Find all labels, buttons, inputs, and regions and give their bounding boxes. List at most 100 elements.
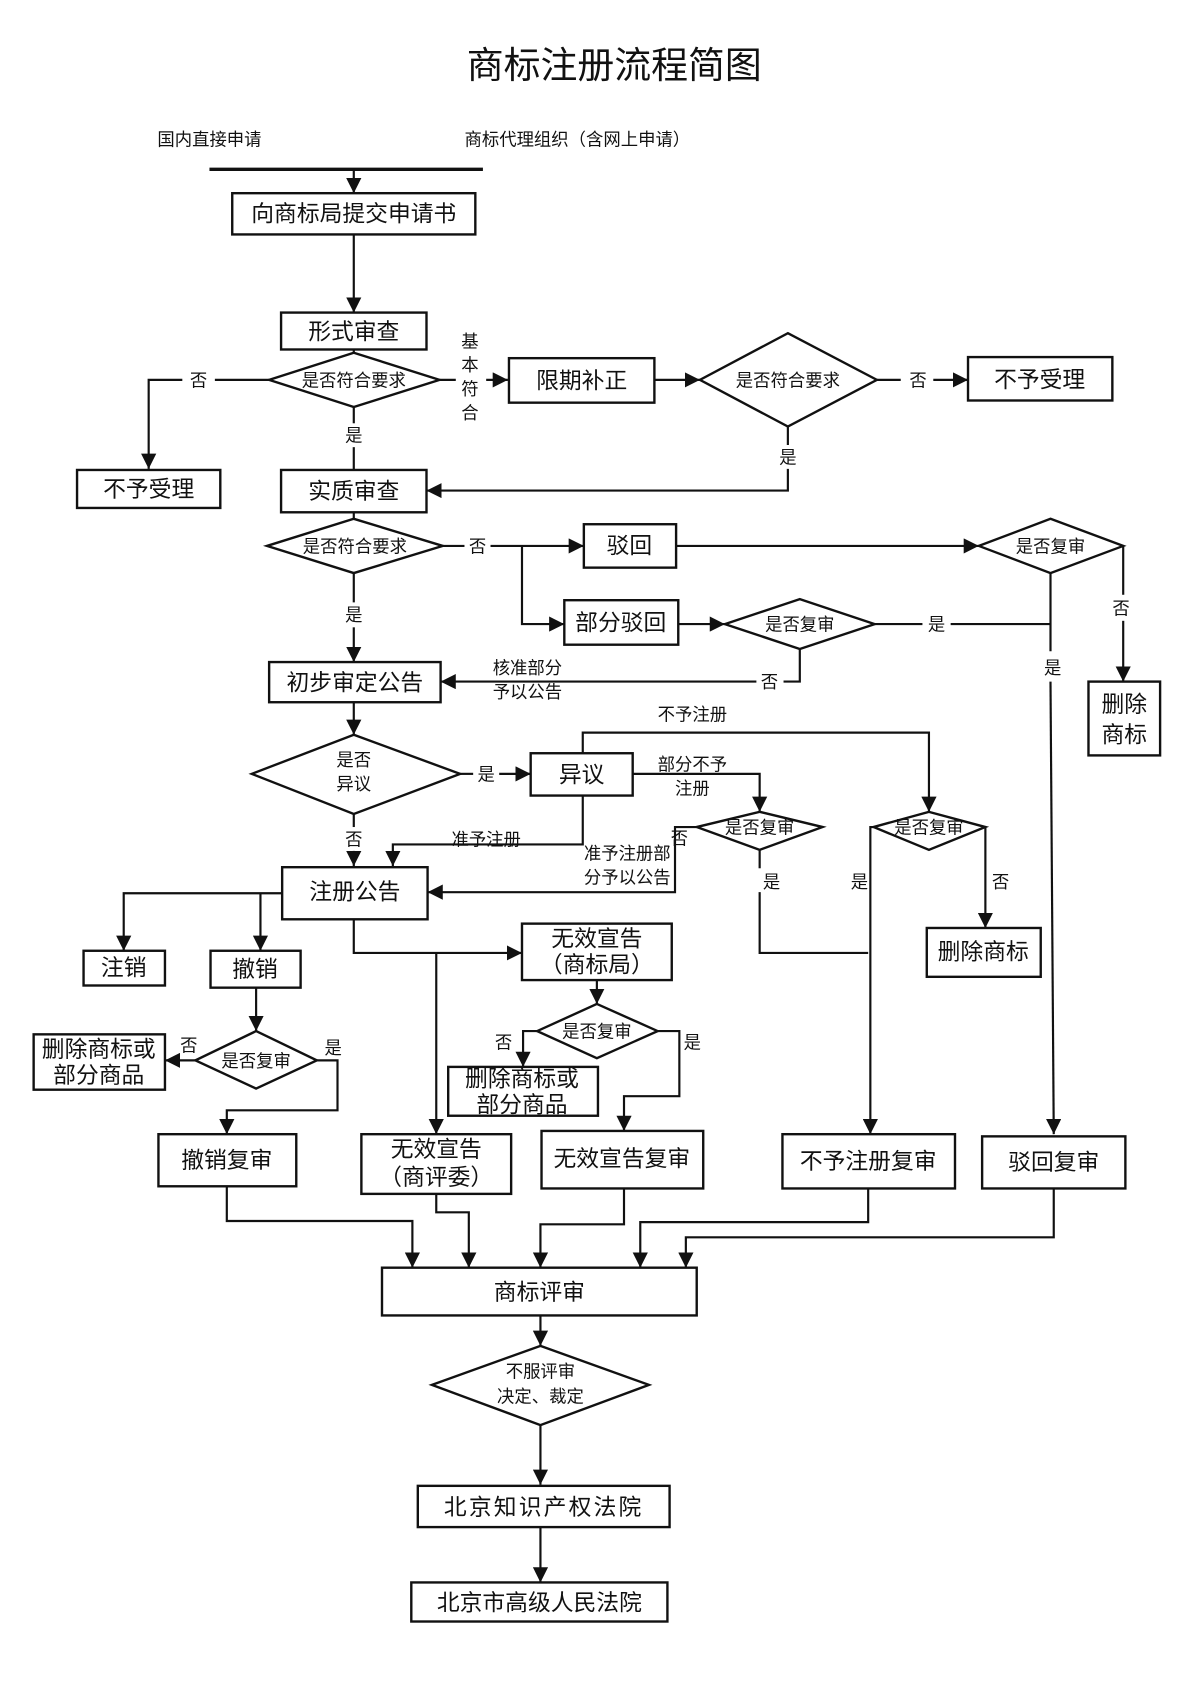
node-high-court: 北京市高级人民法院	[410, 1581, 669, 1623]
svg-text:是否复审: 是否复审	[1016, 537, 1085, 557]
svg-text:异议: 异议	[559, 763, 605, 789]
diagram-title: 商标注册流程简图	[467, 44, 762, 87]
edge-qcorr-yes-b	[426, 468, 789, 499]
svg-text:是否复审: 是否复审	[562, 1023, 631, 1043]
label-correction-no: 否	[909, 371, 926, 391]
decision-correction-conform: 是否符合要求	[697, 331, 880, 428]
node-revoke-review: 撤销复审	[157, 1132, 298, 1188]
label-opp-partial-no: 否	[671, 829, 688, 849]
label-correction-yes: 是	[779, 448, 796, 468]
label-approve-partial-reg-1: 准予注册部	[584, 845, 671, 865]
source-domestic: 国内直接申请	[157, 130, 261, 150]
edge-qpartial-no-a	[783, 649, 801, 683]
svg-text:部分商品: 部分商品	[476, 1092, 567, 1118]
node-opposition: 异议	[529, 752, 634, 797]
svg-text:是否复审: 是否复审	[725, 819, 794, 839]
node-formal-review: 形式审查	[279, 311, 428, 351]
edge-qopppartial-no	[427, 825, 697, 900]
edge-invalidreview-to-board	[532, 1188, 626, 1268]
label-partial-review-no: 否	[761, 673, 778, 693]
decision-appeal: 不服评审 决定、裁定	[428, 1344, 653, 1427]
decision-partial-review: 是否复审	[721, 597, 879, 651]
label-basic-conform-2: 本	[461, 356, 478, 376]
decision-opp-refuse-review: 是否复审	[869, 810, 990, 852]
svg-text:部分驳回: 部分驳回	[575, 611, 666, 637]
svg-text:不服评审: 不服评审	[506, 1362, 575, 1382]
svg-text:异议: 异议	[336, 775, 371, 795]
edge-qoppref-yes	[862, 825, 878, 1135]
svg-text:商标评审: 商标评审	[494, 1280, 585, 1306]
label-opp-refuse-no: 否	[992, 873, 1009, 893]
node-not-accepted-right: 不予受理	[966, 355, 1114, 402]
label-revoke-review-no: 否	[180, 1037, 197, 1057]
label-opposition-no: 否	[345, 830, 362, 850]
svg-text:商标: 商标	[1102, 722, 1148, 748]
svg-text:是否符合要求: 是否符合要求	[302, 371, 406, 391]
svg-text:驳回: 驳回	[607, 534, 653, 560]
decision-opp-partial-review: 是否复审	[692, 810, 827, 852]
edge-qinvalid-no	[515, 1029, 538, 1067]
label-revoke-review-yes: 是	[324, 1039, 341, 1059]
label-formal-yes: 是	[345, 427, 362, 447]
edge-opp-approve	[385, 795, 584, 867]
node-delete-mark-right: 删除 商标	[1087, 680, 1162, 757]
node-correction: 限期补正	[507, 356, 656, 404]
label-substantive-yes: 是	[345, 606, 362, 626]
svg-text:无效宣告: 无效宣告	[391, 1137, 482, 1163]
label-partial-review-yes: 是	[928, 616, 945, 636]
svg-text:删除商标或: 删除商标或	[465, 1066, 579, 1092]
label-approve-partial-reg-2: 分予以公告	[584, 868, 671, 888]
node-cancel: 注销	[82, 949, 167, 987]
label-partial-refuse-reg-2: 注册	[675, 779, 710, 799]
label-basic-conform-3: 符	[461, 380, 478, 400]
node-substantive-review: 实质审查	[279, 468, 428, 514]
label-substantive-no: 否	[469, 537, 486, 557]
svg-text:初步审定公告: 初步审定公告	[287, 670, 424, 696]
svg-text:实质审查: 实质审查	[308, 479, 399, 505]
label-approve-partial-1: 核准部分	[493, 659, 562, 679]
node-revoke: 撤销	[209, 949, 302, 989]
label-basic-conform-1: 基	[461, 332, 478, 352]
label-opp-partial-yes: 是	[763, 873, 780, 893]
node-delete-or-partial-left: 删除商标或 部分商品	[32, 1033, 167, 1091]
node-refuse: 驳回	[582, 523, 678, 569]
decision-formal-conform: 是否符合要求	[265, 351, 444, 409]
edge-qopppartial-yes-b	[758, 892, 869, 955]
edge-opp-partial-refuse	[632, 772, 768, 812]
svg-text:不予注册复审: 不予注册复审	[800, 1149, 937, 1175]
label-opposition-yes: 是	[478, 765, 495, 785]
node-partial-refuse: 部分驳回	[563, 599, 680, 646]
node-delete-mark-mid: 删除商标	[925, 926, 1042, 979]
svg-text:是否符合要求: 是否符合要求	[303, 537, 407, 557]
svg-text:北京市高级人民法院: 北京市高级人民法院	[437, 1591, 642, 1617]
edge-revokereview-to-board	[225, 1186, 420, 1268]
svg-text:无效宣告: 无效宣告	[551, 926, 642, 952]
node-invalid-review: 无效宣告复审	[540, 1129, 705, 1190]
label-refuse-registration: 不予注册	[658, 706, 727, 726]
svg-text:删除: 删除	[1102, 692, 1148, 718]
node-not-accepted-left: 不予受理	[75, 468, 222, 510]
svg-text:（商评委）: （商评委）	[379, 1165, 493, 1191]
svg-text:（商标局）: （商标局）	[540, 952, 654, 978]
label-opp-refuse-yes: 是	[851, 873, 868, 893]
label-approve-registration: 准予注册	[451, 830, 520, 850]
label-invalid-review-yes: 是	[684, 1033, 701, 1053]
decision-invalid-review: 是否复审	[534, 1002, 661, 1060]
svg-text:是否复审: 是否复审	[765, 616, 834, 636]
edge-qformal-no-b	[141, 378, 183, 469]
svg-text:不予受理: 不予受理	[103, 477, 194, 503]
edge-refusereview-to-board	[678, 1188, 1055, 1268]
svg-text:是否: 是否	[336, 751, 371, 771]
label-approve-partial-2: 予以公告	[493, 683, 562, 703]
edge-qrevoke-yes	[219, 1059, 339, 1135]
svg-text:限期补正: 限期补正	[536, 369, 627, 395]
edges	[116, 169, 1131, 1583]
svg-text:删除商标: 删除商标	[938, 939, 1029, 965]
node-registration-publication: 注册公告	[280, 866, 429, 921]
svg-text:部分商品: 部分商品	[53, 1063, 144, 1089]
svg-text:撤销: 撤销	[232, 957, 278, 983]
label-formal-no: 否	[190, 371, 207, 391]
edge-qrefuse-yes-b	[1046, 681, 1062, 1135]
node-refuse-review: 驳回复审	[980, 1135, 1127, 1190]
